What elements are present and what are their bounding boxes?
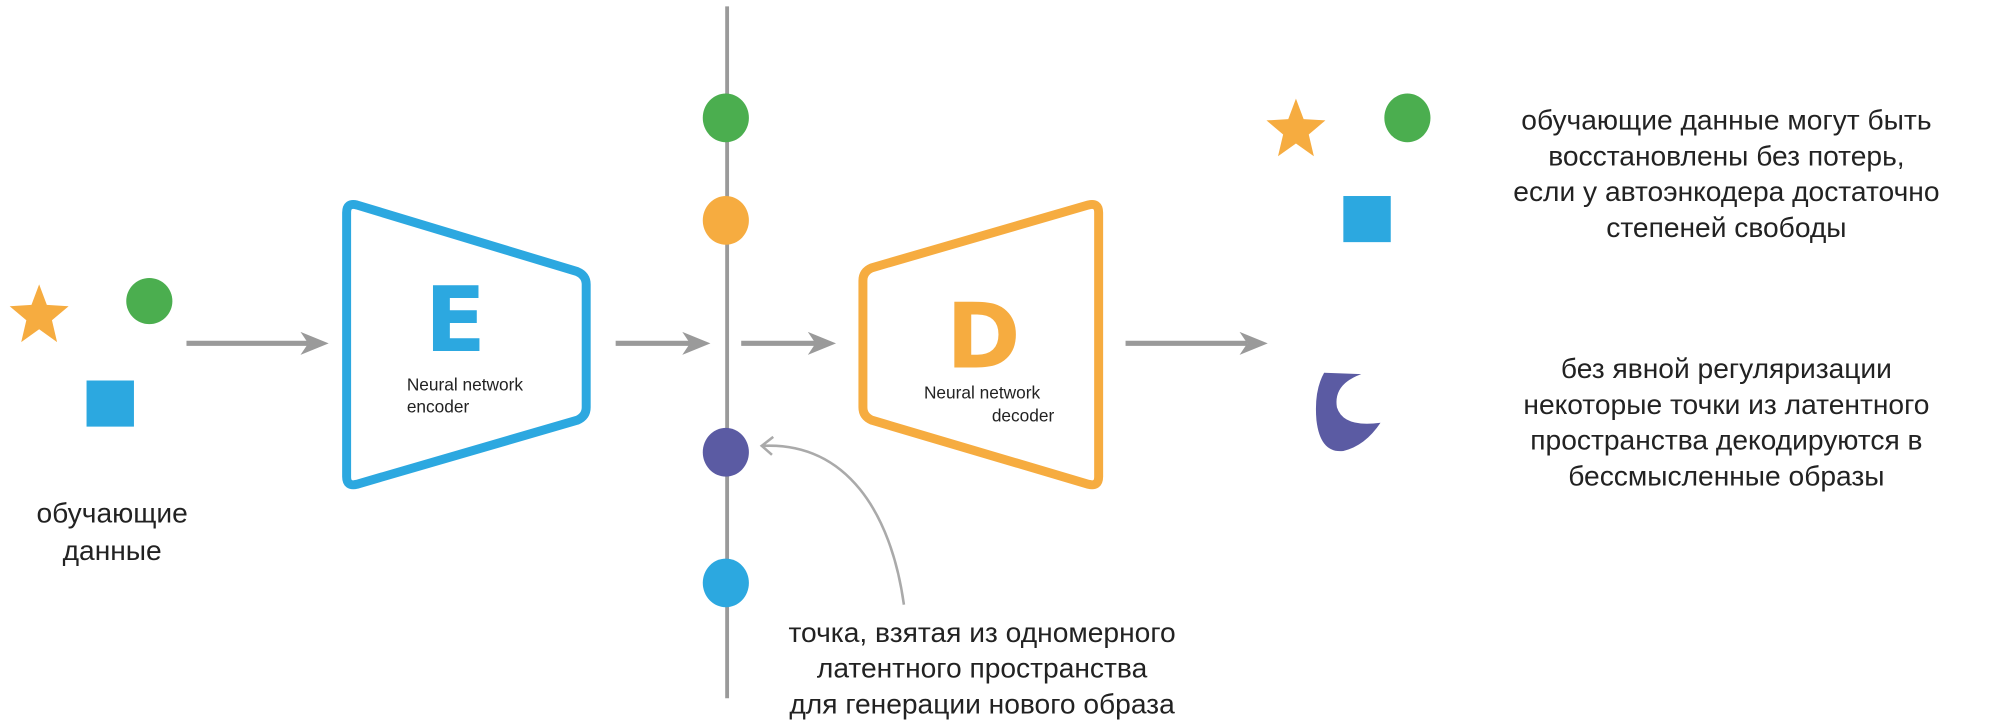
- output-reconstructed-group: [1266, 93, 1431, 243]
- output-bad-caption: без явной регуляризации некоторые точки …: [1523, 352, 1929, 492]
- encoder-letter: E: [425, 269, 486, 373]
- bad-caption-line: без явной регуляризации: [1561, 352, 1892, 384]
- latent-space-axis: [702, 6, 749, 699]
- good-caption-line: степеней свободы: [1606, 211, 1846, 243]
- encoder-label-line: Neural network: [407, 375, 524, 395]
- input-data-group: обучающие данные: [9, 278, 188, 566]
- latent-point-orange: [702, 196, 749, 245]
- green-circle-icon: [126, 278, 173, 325]
- star-icon: [1266, 98, 1326, 157]
- bad-caption-line: пространства декодируются в: [1530, 424, 1922, 456]
- bad-caption-line: бессмысленные образы: [1568, 460, 1884, 492]
- blue-square-icon: [1343, 196, 1391, 243]
- latent-caption-line: для генерации нового образа: [789, 688, 1175, 720]
- arrowhead-icon: [807, 331, 837, 355]
- latent-point-purple: [702, 427, 749, 477]
- moon-icon: [1315, 372, 1381, 452]
- bad-caption-line: некоторые точки из латентного: [1523, 388, 1929, 420]
- input-label-line: данные: [63, 534, 162, 566]
- latent-caption-line: латентного пространства: [817, 652, 1148, 684]
- encoder-label-line: encoder: [407, 397, 470, 417]
- input-label-line: обучающие: [37, 497, 188, 529]
- good-caption-line: восстановлены без потерь,: [1548, 139, 1904, 171]
- decoder-label-line: Neural network: [924, 382, 1041, 402]
- blue-square-icon: [86, 380, 134, 427]
- arrowhead-icon: [300, 331, 329, 355]
- decoder-trapezoid: [858, 200, 1104, 490]
- encoder-trapezoid: [342, 200, 591, 490]
- annotation-arrow: [762, 444, 906, 605]
- latent-caption-line: точка, взятая из одномерного: [788, 616, 1175, 648]
- encoder-block: E Neural network encoder: [342, 200, 591, 490]
- decoder-letter: D: [946, 286, 1020, 390]
- decoder-label-line: decoder: [992, 405, 1055, 425]
- annotation-arrowhead-icon: [759, 435, 775, 456]
- latent-point-blue: [702, 558, 749, 608]
- green-circle-icon: [1384, 93, 1431, 143]
- star-icon: [9, 284, 69, 343]
- latent-point-green: [702, 93, 749, 143]
- good-caption-line: если у автоэнкодера достаточно: [1513, 175, 1939, 207]
- decoder-block: D Neural network decoder: [858, 200, 1104, 490]
- arrowhead-icon: [1239, 331, 1268, 355]
- latent-caption: точка, взятая из одномерного латентного …: [788, 616, 1175, 720]
- good-caption-line: обучающие данные могут быть: [1521, 103, 1931, 135]
- arrowhead-icon: [682, 331, 711, 355]
- output-good-caption: обучающие данные могут быть восстановлен…: [1513, 103, 1939, 243]
